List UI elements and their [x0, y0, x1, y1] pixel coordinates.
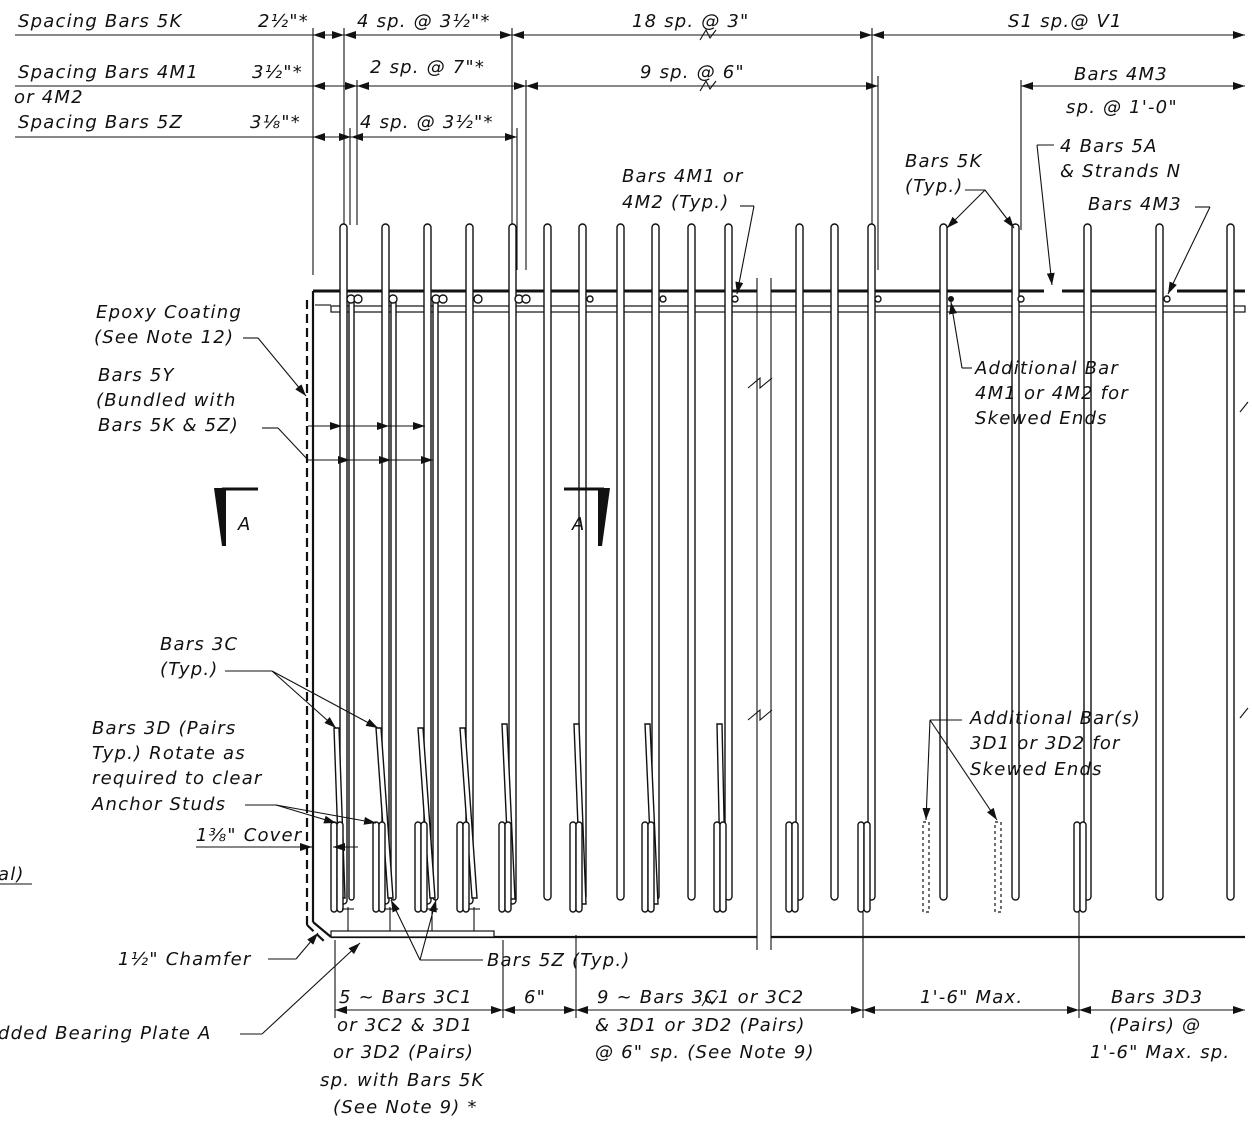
bars-3d-note-2: required to clear [92, 768, 263, 789]
section-label-right: A [571, 514, 586, 535]
epoxy-label: Epoxy Coating [96, 302, 242, 323]
bars-5y-note-cont: Bars 5K & 5Z) [98, 415, 239, 436]
bottom-dim-5-line2: (Pairs) @ [1109, 1015, 1201, 1036]
bearing-plate [330, 930, 495, 938]
bar-4m3 [1226, 223, 1235, 901]
bars-5y-note: (Bundled with [96, 390, 237, 411]
bars-3d-label: Bars 3D (Pairs [92, 718, 236, 739]
bottom-dim-2: 6" [524, 987, 546, 1008]
additional-bar-note-cont: Skewed Ends [975, 408, 1108, 429]
row1-spacing-3: S1 sp.@ V1 [1008, 11, 1123, 32]
bars-3d-note: Typ.) Rotate as [92, 743, 246, 764]
row1-spacing-2: 18 sp. @ 3" [632, 11, 750, 32]
section-label-left: A [237, 514, 252, 535]
bearing-plate-label: dded Bearing Plate A [0, 1023, 212, 1044]
bottom-dim-1-line2: or 3C2 & 3D1 [337, 1015, 473, 1036]
epoxy-note: (See Note 12) [94, 327, 234, 348]
additional-3d-note-cont: Skewed Ends [970, 759, 1103, 780]
row1-end-spacing: 2½"* [258, 11, 309, 32]
bar-5k [724, 223, 733, 901]
row2-label-cont: or 4M2 [14, 87, 84, 108]
callouts: Bars 4M1 or 4M2 (Typ.) Bars 5K (Typ.) Ep… [0, 151, 1141, 1044]
section-arrow-right [598, 488, 610, 546]
bar-5k [795, 223, 804, 901]
bar-5k [939, 223, 948, 901]
bars-4m1-label-cont: 4M2 (Typ.) [622, 192, 729, 213]
beam-outline [305, 278, 1249, 950]
longitudinal-bars [346, 294, 1171, 304]
row2-spacing-2: 9 sp. @ 6" [640, 62, 745, 83]
section-arrow-left [214, 488, 226, 546]
bottom-dim-3-line3: @ 6" sp. (See Note 9) [595, 1042, 815, 1063]
bars-4m3-callout: Bars 4M3 [1088, 194, 1182, 215]
bottom-dim-1: 5 ~ Bars 3C1 [339, 987, 473, 1008]
bars-4m3-label: Bars 4M3 [1074, 64, 1168, 85]
row3-label: Spacing Bars 5Z [18, 112, 183, 133]
strands-n-label: & Strands N [1060, 161, 1181, 182]
bar-5k [687, 223, 696, 901]
row1-label: Spacing Bars 5K [18, 11, 182, 32]
bar-5k [867, 223, 876, 901]
row2-label: Spacing Bars 4M1 [18, 62, 199, 83]
bars-4m3-dimension: Bars 4M3 sp. @ 1'-0" 4 Bars 5A & Strands… [1020, 64, 1245, 295]
bars-4m1-label: Bars 4M1 or [622, 166, 744, 187]
bars-5k-label: Bars 5K [905, 151, 983, 172]
row2-end-spacing: 3½"* [252, 62, 303, 83]
bottom-dim-3: 9 ~ Bars 3C1 or 3C2 [597, 987, 804, 1008]
cover-label: 1⅜" Cover [196, 825, 303, 846]
bottom-dim-5-line3: 1'-6" Max. sp. [1090, 1042, 1230, 1063]
bar-5k [508, 223, 517, 905]
bottom-dim-5: Bars 3D3 [1111, 987, 1203, 1008]
bar-5k [543, 223, 552, 901]
bars-3c-3d [330, 723, 1087, 931]
bars-4m3-spacing: sp. @ 1'-0" [1066, 97, 1178, 118]
row3-spacing-1: 4 sp. @ 3½"* [360, 112, 494, 133]
bars-5z-label: Bars 5Z (Typ.) [487, 950, 630, 971]
bottom-dim-1-line5: (See Note 9) * [333, 1097, 478, 1118]
spacing-dimension-rows: Spacing Bars 5K 2½"* 4 sp. @ 3½"* 18 sp.… [14, 11, 1245, 1007]
additional-bar-label: Additional Bar [974, 358, 1119, 379]
bar-4m3 [1155, 223, 1164, 901]
bar-5k [616, 223, 625, 901]
bars-3c-label: Bars 3C [160, 634, 238, 655]
bars-5a-label: 4 Bars 5A [1060, 136, 1158, 157]
bar-5k [830, 223, 839, 901]
bar-4m3 [1083, 223, 1092, 901]
bottom-dim-1-line4: sp. with Bars 5K [320, 1070, 485, 1091]
row2-spacing-1: 2 sp. @ 7"* [370, 57, 485, 78]
bars-3d-note-3: Anchor Studs [91, 794, 226, 815]
stirrup-bars-5k [339, 223, 1235, 905]
additional-3d-label: Additional Bar(s) [969, 708, 1141, 729]
bars-5k-label-cont: (Typ.) [905, 176, 963, 197]
row3-end-spacing: 3⅛"* [250, 112, 301, 133]
bundled-bars-5y [348, 297, 439, 901]
bar-5k [1011, 223, 1020, 901]
bottom-dim-3-line2: & 3D1 or 3D2 (Pairs) [595, 1015, 806, 1036]
additional-3d-note: 3D1 or 3D2 for [970, 733, 1121, 754]
additional-bar-note: 4M1 or 4M2 for [975, 383, 1129, 404]
row1-spacing-1: 4 sp. @ 3½"* [357, 11, 491, 32]
bars-5y-label: Bars 5Y [98, 365, 176, 386]
bottom-dimensions: 5 ~ Bars 3C1 or 3C2 & 3D1 or 3D2 (Pairs)… [320, 912, 1245, 1118]
bottom-dim-1-line3: or 3D2 (Pairs) [333, 1042, 474, 1063]
chamfer-label: 1½" Chamfer [118, 949, 252, 970]
cut-off-label: al) [0, 864, 25, 885]
bottom-dim-4: 1'-6" Max. [920, 987, 1023, 1008]
bars-3c-note: (Typ.) [160, 659, 218, 680]
